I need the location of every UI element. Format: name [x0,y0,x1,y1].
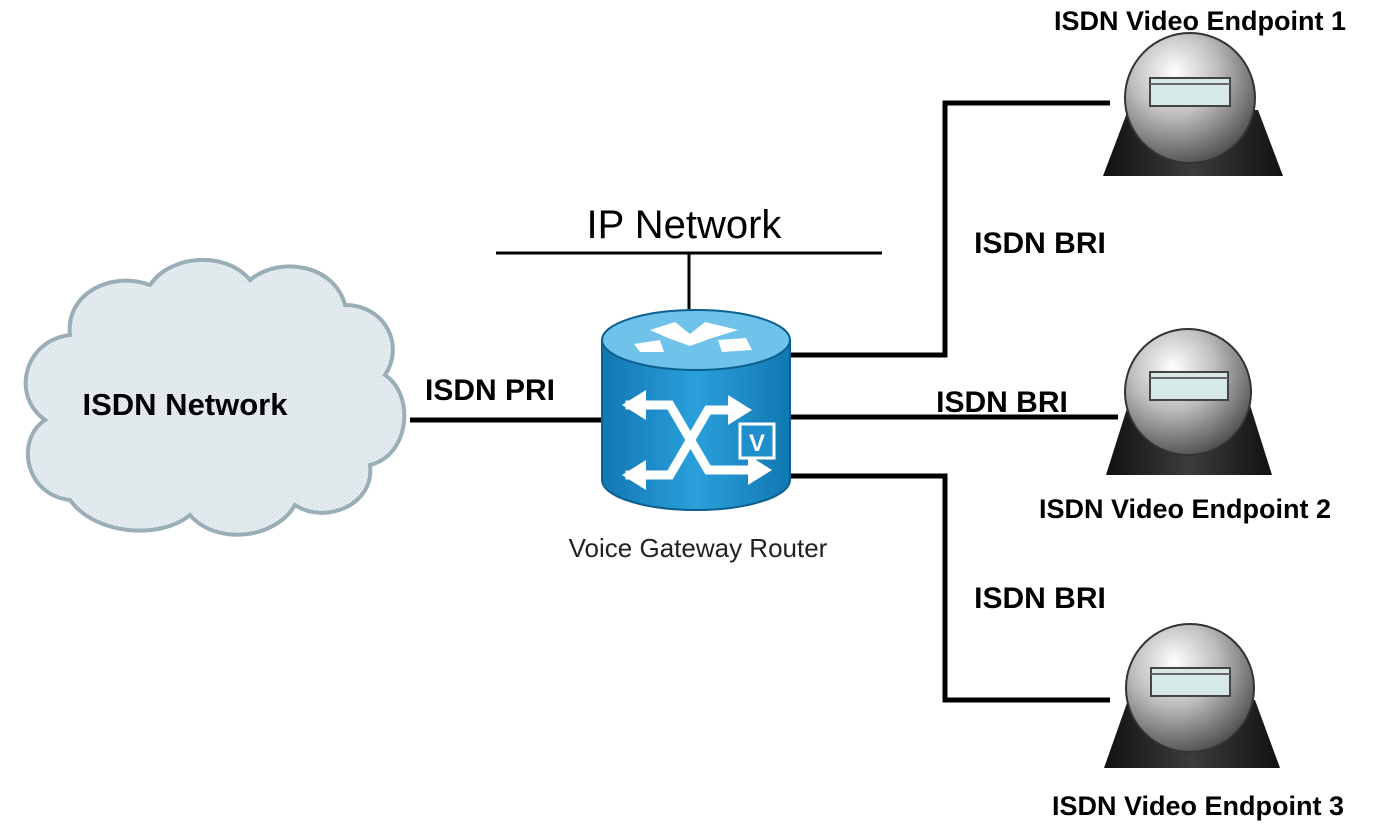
router-badge-label: V [749,430,765,457]
video-endpoint-2: ISDN Video Endpoint 2 [1039,328,1331,524]
isdn-network-cloud: ISDN Network [23,258,407,537]
isdn-bri-label-2: ISDN BRI [936,386,1068,419]
router-label: Voice Gateway Router [569,533,828,563]
video-endpoint-icon [1104,623,1280,768]
isdn-bri-label-1: ISDN BRI [974,227,1106,260]
isdn-bri-label-3: ISDN BRI [974,582,1106,615]
connections [410,100,1118,703]
voice-gateway-router-icon [601,309,791,511]
isdn-bri-link-1 [790,100,1110,358]
isdn-pri-label: ISDN PRI [425,374,555,407]
video-endpoint-icon [1103,32,1283,176]
endpoint-1-label: ISDN Video Endpoint 1 [1054,6,1346,36]
cloud-icon [23,258,407,537]
video-endpoint-icon [1106,328,1272,475]
ip-network-label: IP Network [587,203,783,247]
isdn-network-label: ISDN Network [83,387,289,422]
endpoint-2-label: ISDN Video Endpoint 2 [1039,494,1331,524]
video-endpoint-3: ISDN Video Endpoint 3 [1052,623,1344,821]
video-endpoint-1: ISDN Video Endpoint 1 [1054,6,1346,176]
endpoint-3-label: ISDN Video Endpoint 3 [1052,791,1344,821]
voice-gateway-router: V Voice Gateway Router [569,309,828,563]
isdn-bri-link-3 [790,473,1110,703]
